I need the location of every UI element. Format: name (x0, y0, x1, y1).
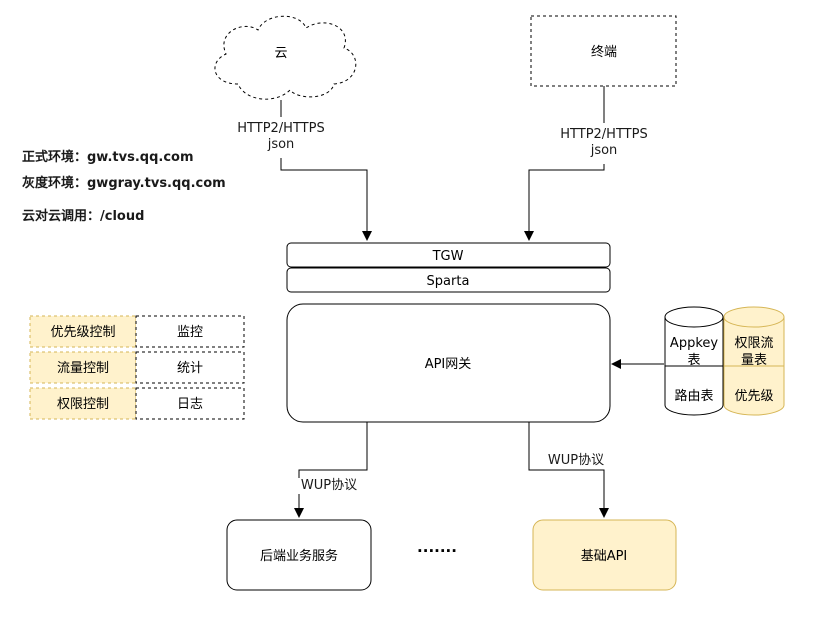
tgw-label: TGW (432, 249, 464, 264)
datastore-routing-top (664, 306, 724, 328)
backend-service-node: 后端业务服务 (226, 519, 372, 591)
datastore-permission-top (723, 306, 785, 328)
feature-table: 优先级控制 监控 流量控制 统计 权限控制 日志 (29, 315, 245, 420)
prod-env-info: 正式环境：gw.tvs.qq.com (22, 150, 194, 165)
datastore-priority-label: 优先级 (734, 389, 773, 404)
backend-service-label: 后端业务服务 (260, 548, 338, 564)
cloud-to-tgw-arrow (280, 100, 367, 240)
datastore-permission-label: 权限流 (734, 335, 773, 351)
terminal-protocol-line-2: json (590, 143, 618, 158)
backend-service-box (226, 519, 372, 591)
feature-cell-aux-2 (135, 351, 245, 384)
datastore-routing: Appkey 表 路由表 (664, 306, 724, 416)
base-api-node: 基础API (532, 519, 677, 591)
tgw-node: TGW (286, 242, 611, 268)
datastore-permission: 权限流 量表 优先级 (723, 306, 785, 416)
terminal-protocol-label: HTTP2/HTTPS json (544, 127, 664, 159)
feature-control-label: 流量控制 (57, 361, 109, 376)
gateway-to-backend-arrow (294, 422, 368, 518)
terminal-label: 终端 (591, 44, 617, 60)
feature-aux-label: 日志 (177, 397, 203, 412)
sparta-node: Sparta (286, 267, 611, 293)
feature-cell-aux-1 (135, 315, 245, 348)
sparta-box (286, 267, 611, 293)
datastore-appkey-label: Appkey (670, 336, 718, 351)
more-services-ellipsis: ······· (417, 542, 457, 560)
terminal-to-tgw-arrow (529, 86, 605, 240)
cloud-label: 云 (274, 46, 287, 61)
feature-cell-control-2 (29, 351, 137, 384)
gateway-to-base-api-arrow (528, 422, 609, 518)
sparta-label: Sparta (427, 274, 470, 289)
base-api-label: 基础API (581, 549, 628, 564)
feature-control-label: 优先级控制 (50, 325, 115, 340)
terminal-protocol-line-1: HTTP2/HTTPS (560, 127, 648, 142)
terminal-node: 终端 (530, 15, 677, 87)
cloud-protocol-label: HTTP2/HTTPS json (221, 121, 341, 153)
feature-control-label: 权限控制 (57, 396, 109, 412)
cloud-node: 云 (214, 15, 357, 100)
api-gateway-label: API网关 (425, 357, 472, 372)
terminal-box (530, 15, 677, 87)
cloud-protocol-line-1: HTTP2/HTTPS (237, 121, 325, 136)
api-gateway-box (286, 303, 611, 423)
datastore-routing-label: 路由表 (674, 388, 713, 404)
cloud-call-info: 云对云调用：/cloud (22, 209, 145, 224)
base-api-box (532, 519, 677, 591)
feature-aux-label: 统计 (177, 361, 203, 376)
backend-protocol-label: WUP协议 (294, 478, 364, 494)
tgw-box (286, 242, 611, 268)
gray-env-info: 灰度环境：gwgray.tvs.qq.com (22, 176, 226, 191)
cloud-protocol-line-2: json (267, 137, 295, 152)
api-gateway-node: API网关 (286, 303, 611, 423)
datastore-permission-label-2: 量表 (741, 353, 767, 368)
base-api-protocol-label: WUP协议 (541, 453, 611, 469)
feature-aux-label: 监控 (177, 325, 203, 340)
cloud-shape (214, 15, 357, 100)
datastore-appkey-label-2: 表 (687, 353, 700, 368)
feature-cell-control-1 (29, 315, 137, 348)
feature-cell-aux-3 (135, 387, 245, 420)
